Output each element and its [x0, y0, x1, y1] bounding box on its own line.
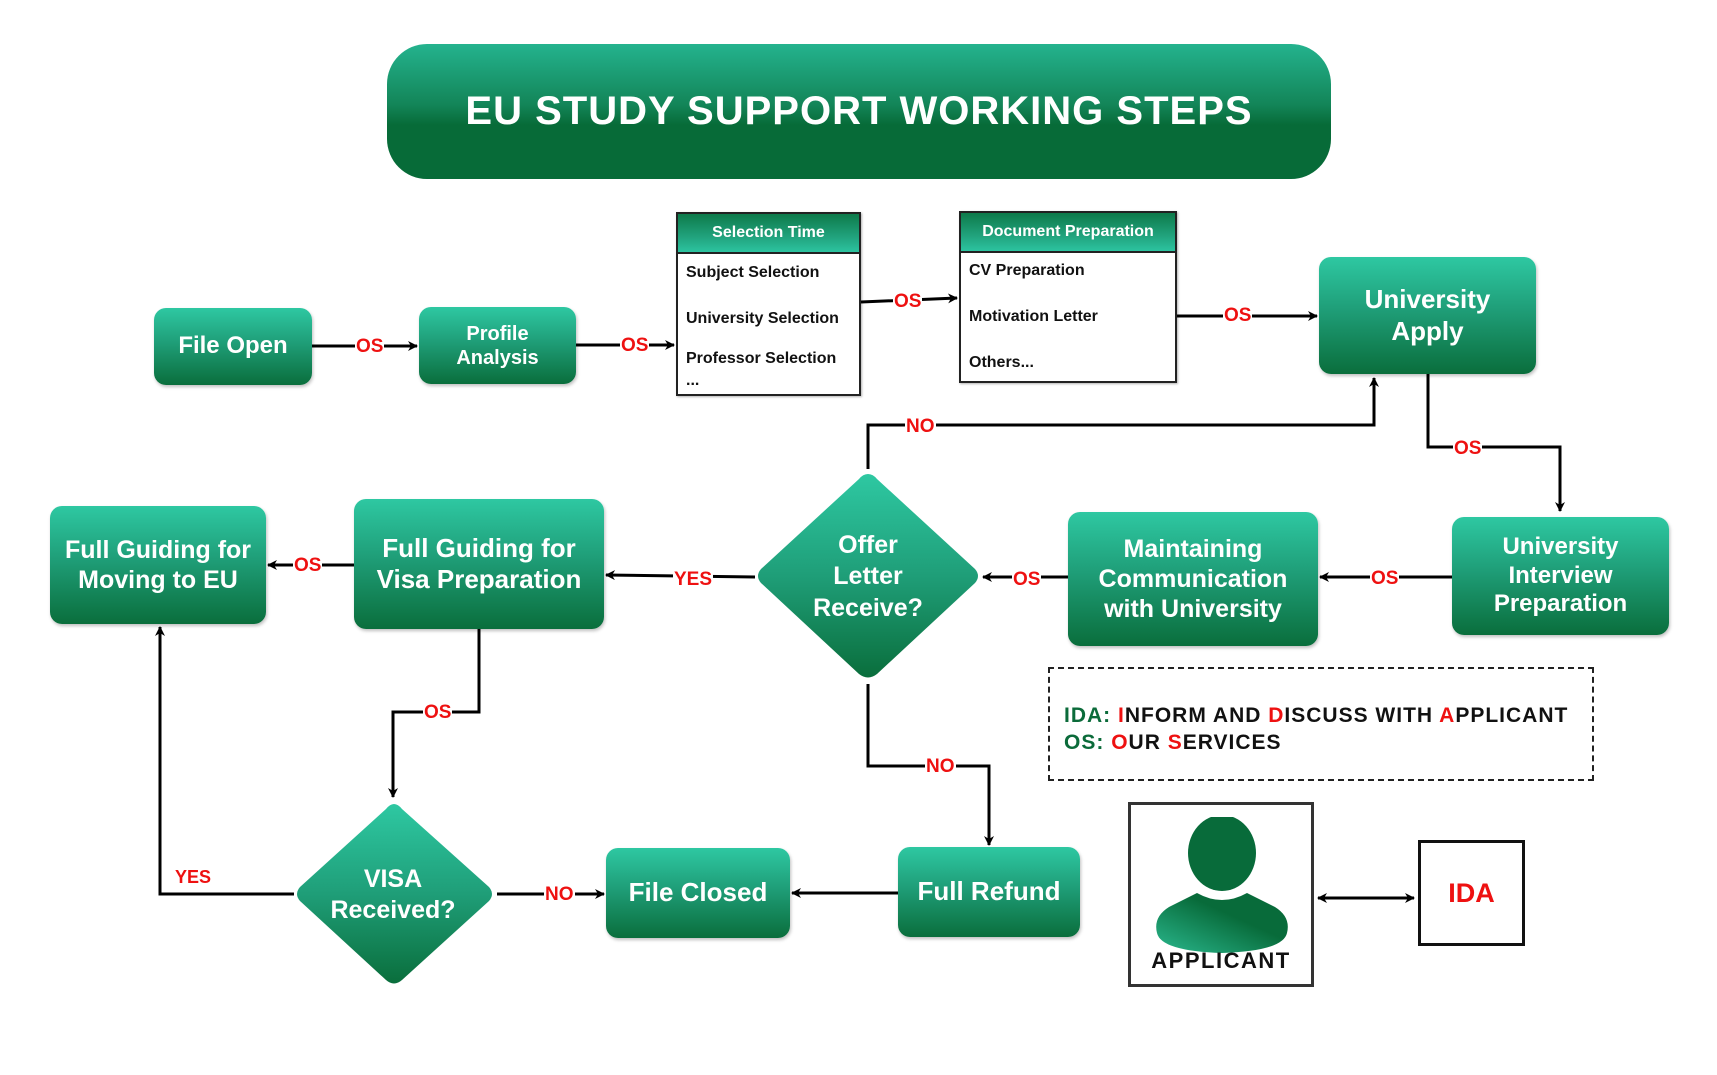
node-university-apply: University Apply: [1319, 257, 1536, 374]
page-title: EU STUDY SUPPORT WORKING STEPS: [387, 44, 1331, 179]
edge-offer-no-apply: [866, 377, 1379, 469]
node-label: Full Guiding for Moving to EU: [64, 536, 252, 594]
node-file-open: File Open: [154, 308, 312, 385]
edge-label-no: NO: [925, 756, 956, 777]
list-item: University Selection: [686, 310, 839, 327]
edge-visa-yes-moving: [155, 626, 294, 896]
node-label: File Open: [178, 332, 288, 360]
legend-row-ida: IDA: INFORM AND DISCUSS WITH APPLICANT: [1064, 704, 1568, 728]
list-item: CV Preparation: [969, 262, 1085, 279]
legend-text: ERVICES: [1182, 731, 1282, 754]
legend-initial: I: [1118, 704, 1125, 727]
selection-time-header: Selection Time: [678, 214, 859, 254]
edge-apply-interview: [1426, 374, 1565, 512]
edge-label-os: OS: [355, 336, 385, 357]
node-moving-to-eu: Full Guiding for Moving to EU: [50, 506, 266, 624]
applicant-label: APPLICANT: [1151, 948, 1291, 973]
legend-initial: A: [1439, 704, 1456, 727]
legend-box: IDA: INFORM AND DISCUSS WITH APPLICANT O…: [1048, 667, 1594, 781]
person-icon: [1156, 817, 1288, 953]
list-item: Others...: [969, 354, 1034, 371]
node-label: University Interview Preparation: [1493, 532, 1628, 618]
legend-initial: S: [1167, 731, 1183, 754]
edge-label-os: OS: [1453, 438, 1483, 459]
edge-label-yes: YES: [673, 569, 714, 590]
edge-label-os: OS: [293, 555, 323, 576]
edge-label-no: NO: [905, 416, 936, 437]
legend-text: PPLICANT: [1455, 704, 1569, 727]
selection-time-box: Selection Time Subject Selection Univers…: [676, 212, 861, 396]
node-label: Maintaining Communication with Universit…: [1098, 535, 1288, 623]
node-full-refund: Full Refund: [898, 847, 1080, 937]
list-item: ...: [686, 372, 700, 389]
list-item: Subject Selection: [686, 264, 820, 281]
document-preparation-header: Document Preparation: [961, 213, 1175, 253]
node-label: Full Refund: [917, 876, 1061, 907]
node-visa-preparation: Full Guiding for Visa Preparation: [354, 499, 604, 629]
edge-label-os: OS: [620, 335, 650, 356]
edge-label-os: OS: [893, 291, 923, 312]
legend-row-os: OS: OUR SERVICES: [1064, 731, 1282, 755]
legend-key: OS:: [1064, 731, 1105, 754]
edge-label-yes: YES: [174, 867, 213, 887]
applicant-box: APPLICANT: [1128, 802, 1314, 987]
decision-visa-received: [297, 804, 492, 984]
node-label: File Closed: [628, 877, 768, 908]
node-label: University Apply: [1364, 284, 1491, 346]
node-profile-analysis: Profile Analysis: [419, 307, 576, 384]
ida-box: IDA: [1418, 840, 1525, 946]
legend-text: UR: [1128, 731, 1168, 754]
node-maintaining-communication: Maintaining Communication with Universit…: [1068, 512, 1318, 646]
list-item: Motivation Letter: [969, 308, 1098, 325]
edge-label-os: OS: [1370, 568, 1400, 589]
node-file-closed: File Closed: [606, 848, 790, 938]
node-interview-preparation: University Interview Preparation: [1452, 517, 1669, 635]
list-item: Professor Selection: [686, 350, 837, 367]
legend-key: IDA:: [1064, 704, 1112, 727]
node-label: Profile Analysis: [456, 322, 539, 369]
legend-initial: D: [1268, 704, 1285, 727]
edge-label-no: NO: [544, 884, 575, 905]
node-label: Full Guiding for Visa Preparation: [376, 532, 582, 594]
decision-offer-letter-label: Offer Letter Receive?: [813, 531, 923, 622]
edge-label-os: OS: [423, 702, 453, 723]
edge-label-os: OS: [1223, 305, 1253, 326]
legend-text: ISCUSS WITH: [1284, 704, 1440, 727]
decision-visa-received-label: VISA Received?: [330, 864, 456, 924]
edge-label-os: OS: [1012, 569, 1042, 590]
legend-initial: O: [1111, 731, 1129, 754]
document-preparation-box: Document Preparation CV Preparation Moti…: [959, 211, 1177, 383]
legend-text: NFORM AND: [1124, 704, 1269, 727]
decision-offer-letter: [758, 474, 978, 678]
